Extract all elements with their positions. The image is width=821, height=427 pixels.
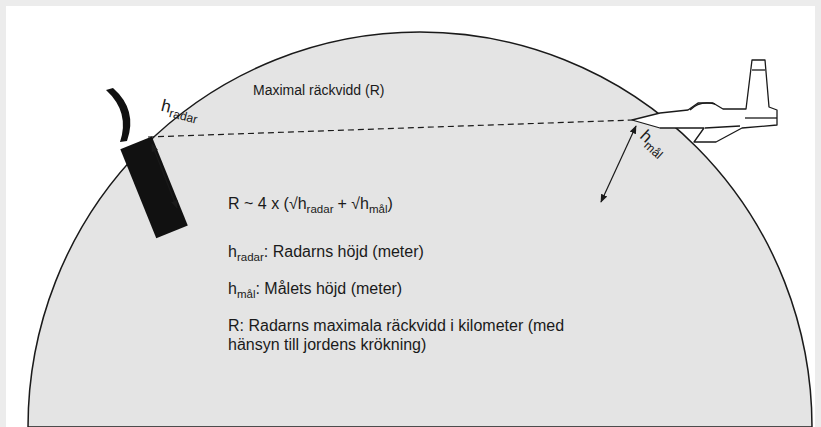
label-text: Maximal räckvidd (R) (253, 82, 384, 98)
subscript-text: radar (237, 251, 264, 263)
range-label: Maximal räckvidd (R) (253, 82, 384, 99)
radar-dish (106, 88, 130, 142)
subscript-text: mål (237, 288, 256, 300)
label-text: h (228, 280, 237, 297)
radar-station (120, 137, 187, 239)
radar-height-definition: hradar: Radarns höjd (meter) (228, 242, 424, 265)
label-text: R ~ 4 x (√h (228, 195, 307, 212)
target-height-arrow (601, 126, 636, 202)
label-text: h (228, 243, 237, 260)
label-text: + √h (337, 195, 368, 212)
range-line (148, 120, 634, 137)
earth-curve (28, 32, 812, 427)
radar-height-arrow (152, 144, 177, 208)
label-text: ) (388, 195, 393, 212)
range-definition: R: Radarns maximala räckvidd i kilometer… (228, 316, 573, 354)
label-text: R: Radarns maximala räckvidd i kilometer… (228, 317, 564, 353)
subscript-text: radar (307, 203, 334, 215)
target-height-definition: hmål: Målets höjd (meter) (228, 279, 402, 302)
label-text: : Radarns höjd (meter) (264, 243, 424, 260)
subscript-text: mål (369, 203, 388, 215)
label-text: : Målets höjd (meter) (255, 280, 402, 297)
formula: R ~ 4 x (√hradar+ √hmål) (228, 194, 393, 217)
